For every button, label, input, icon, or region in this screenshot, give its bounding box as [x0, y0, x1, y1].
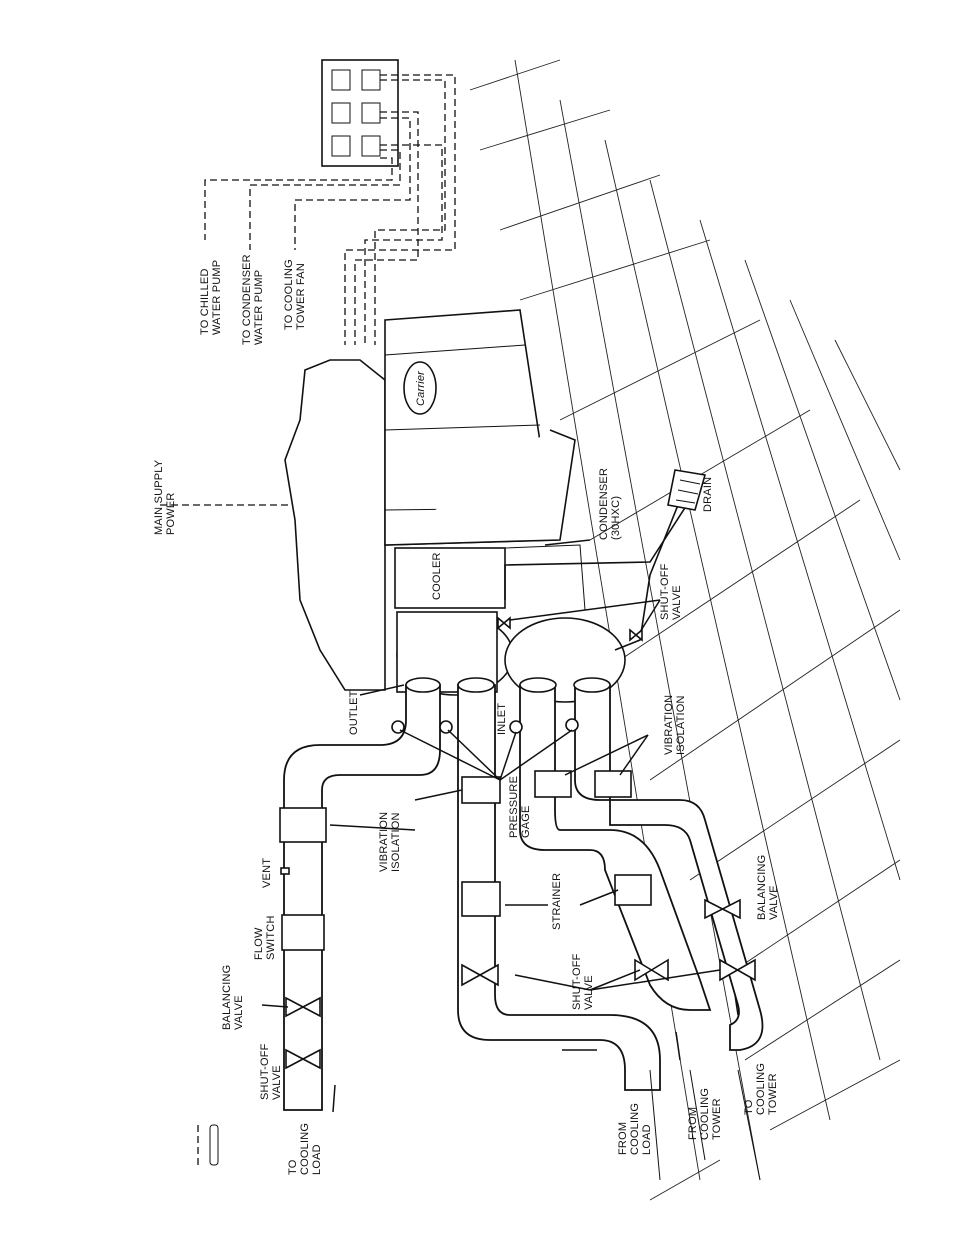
- label-line: MAIN SUPPLY: [153, 459, 165, 535]
- label-line: FROM: [687, 1107, 699, 1140]
- label-line: SHUT-OFF: [659, 563, 671, 620]
- label-to-chilled-water-pump: TO CHILLED WATER PUMP: [199, 260, 223, 335]
- label-to-cooling-tower-fan: TO COOLING TOWER FAN: [283, 256, 307, 330]
- chilled-water-outlet-pipe: [279, 677, 441, 1111]
- label-line: COOLING: [629, 1103, 641, 1155]
- label-line: LOAD: [311, 1144, 323, 1175]
- label-line: TO: [287, 1159, 299, 1175]
- labels: TO CHILLED WATER PUMP TO CONDENSER WATER…: [153, 251, 780, 1175]
- vent: [280, 867, 290, 875]
- label-to-cooling-load: TO COOLING LOAD: [287, 1120, 323, 1175]
- label-line: TO COOLING: [283, 259, 295, 330]
- label-from-cooling-tower: FROM COOLING TOWER: [687, 1085, 723, 1140]
- label-line: CONDENSER: [598, 468, 610, 540]
- label-line: SHUT-OFF: [259, 1043, 271, 1100]
- label-line: TO CONDENSER: [241, 254, 253, 345]
- legend: [197, 1124, 219, 1166]
- label-outlet: OUTLET: [348, 690, 360, 735]
- label-inlet: INLET: [496, 703, 508, 735]
- label-line: POWER: [165, 492, 177, 535]
- label-line: TOWER: [711, 1098, 723, 1140]
- strainer-condenser: [614, 874, 652, 906]
- label-line: ISOLATION: [390, 812, 402, 872]
- label-pressure-gage: PRESSURE GAGE: [508, 773, 532, 838]
- strainer-inlet: [461, 881, 501, 917]
- label-line: COOLING: [699, 1088, 711, 1140]
- label-drain: DRAIN: [702, 477, 714, 512]
- label-line: VIBRATION: [378, 812, 390, 872]
- label-shutoff-valve-top: SHUT-OFF VALVE: [659, 560, 683, 620]
- label-shutoff-valve-bottom: SHUT-OFF VALVE: [571, 950, 595, 1010]
- label-cooler: COOLER: [431, 552, 443, 600]
- balancing-valve-outlet: [285, 996, 321, 1018]
- label-line: SWITCH: [265, 915, 277, 960]
- label-line: FROM: [617, 1122, 629, 1155]
- brand-logo: Carrier: [415, 370, 427, 406]
- label-line: COOLING: [755, 1063, 767, 1115]
- label-line: BALANCING: [221, 965, 233, 1030]
- label-balancing-valve-left: BALANCING VALVE: [221, 961, 245, 1030]
- label-to-condenser-water-pump: TO CONDENSER WATER PUMP: [241, 251, 265, 345]
- drain-line: [497, 469, 707, 651]
- label-line: GAGE: [520, 805, 532, 838]
- leader-lines: [261, 539, 761, 1181]
- label-line: VALVE: [233, 995, 245, 1030]
- label-line: VALVE: [671, 585, 683, 620]
- label-line: FLOW: [253, 927, 265, 960]
- vibration-isolation-inlet: [461, 776, 501, 804]
- balancing-valve-condenser: [704, 898, 741, 920]
- label-line: ISOLATION: [675, 695, 687, 755]
- label-line: WATER PUMP: [211, 260, 223, 335]
- pressure-gages: [391, 718, 579, 734]
- chilled-water-inlet-pipe: [457, 677, 661, 1091]
- label-vibration-isolation-mid: VIBRATION ISOLATION: [378, 808, 402, 872]
- label-line: WATER PUMP: [253, 270, 265, 345]
- label-balancing-valve-right: BALANCING VALVE: [756, 851, 780, 920]
- flow-switch: [281, 914, 325, 951]
- label-main-supply-power: MAIN SUPPLY POWER: [153, 457, 177, 535]
- shutoff-valve-condenser-a: [634, 958, 669, 982]
- label-strainer: STRAINER: [551, 873, 563, 930]
- shutoff-valve-inlet: [461, 963, 499, 987]
- label-line: BALANCING: [756, 855, 768, 920]
- label-line: VALVE: [583, 975, 595, 1010]
- label-line: PRESSURE: [508, 776, 520, 838]
- label-line: TO CHILLED: [199, 268, 211, 335]
- field-wiring: [160, 74, 456, 506]
- vibration-isolation-condenser-a: [534, 770, 572, 798]
- vibration-isolation-condenser-b: [594, 770, 632, 798]
- label-line: TO: [743, 1099, 755, 1115]
- label-line: VIBRATION: [663, 695, 675, 755]
- label-line: SHUT-OFF: [571, 953, 583, 1010]
- label-line: (30HXC): [610, 496, 622, 540]
- label-from-cooling-load: FROM COOLING LOAD: [617, 1100, 653, 1155]
- label-line: COOLING: [299, 1123, 311, 1175]
- label-line: VALVE: [271, 1065, 283, 1100]
- label-vent: VENT: [261, 858, 273, 888]
- label-condenser: CONDENSER (30HXC): [598, 465, 622, 540]
- label-to-cooling-tower: TO COOLING TOWER: [743, 1060, 779, 1115]
- shutoff-valve-outlet: [285, 1048, 321, 1070]
- shutoff-valve-condenser-b: [719, 958, 756, 982]
- label-shutoff-valve-left: SHUT-OFF VALVE: [259, 1040, 283, 1100]
- control-box: [321, 59, 399, 167]
- label-vibration-isolation-right: VIBRATION ISOLATION: [663, 691, 687, 755]
- label-line: TOWER FAN: [295, 263, 307, 330]
- label-line: TOWER: [767, 1073, 779, 1115]
- label-flow-switch: FLOW SWITCH: [253, 915, 277, 960]
- label-line: VALVE: [768, 885, 780, 920]
- label-line: LOAD: [641, 1124, 653, 1155]
- chiller-unit: Carrier: [284, 309, 586, 691]
- vibration-isolation-outlet: [279, 807, 327, 843]
- condenser-water-pipes: [519, 677, 764, 1051]
